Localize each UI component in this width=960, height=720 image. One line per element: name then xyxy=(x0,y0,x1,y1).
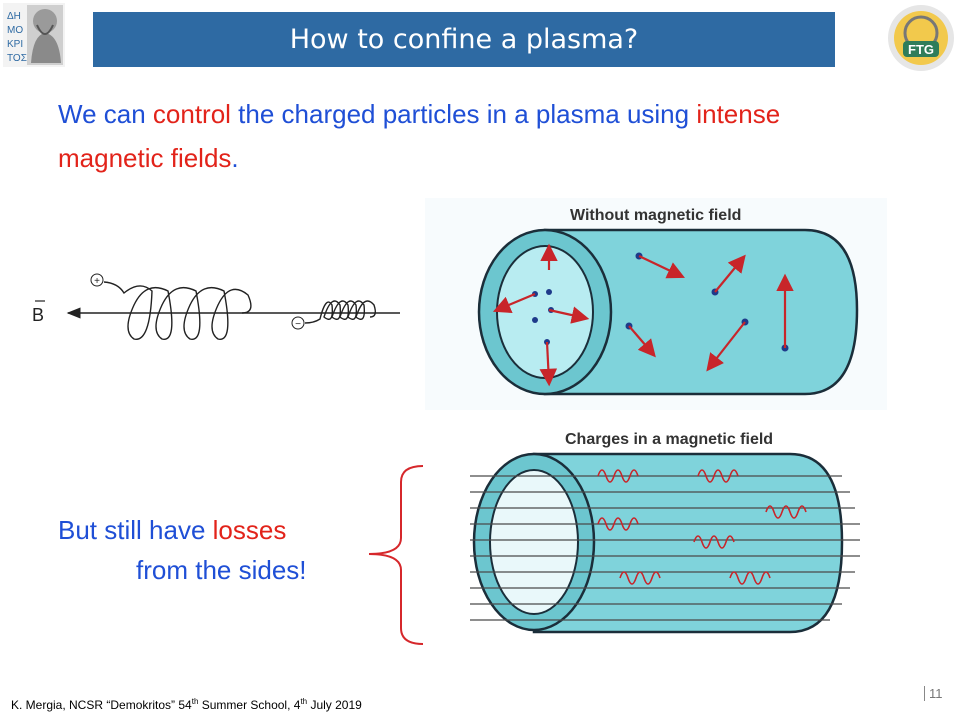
magnetic-field-lines xyxy=(470,475,860,621)
curly-brace xyxy=(368,465,424,645)
logo-right-text: FTG xyxy=(908,42,934,57)
electron-helix xyxy=(304,300,377,324)
bottom-figure-caption: Charges in a magnetic field xyxy=(565,431,773,448)
intro-part1: We can xyxy=(58,99,153,129)
intro-part2: the charged particles in a plasma using xyxy=(230,99,697,129)
footer-text2: Summer School, 4 xyxy=(198,698,301,712)
velocity-arrows xyxy=(492,243,794,387)
gyration-helices xyxy=(597,469,807,585)
footer-sup1: th xyxy=(191,697,199,706)
ion-helix xyxy=(103,281,252,340)
b-field-label: B xyxy=(32,305,44,325)
demokritos-logo: ΔΗ ΜΟ ΚΡΙ ΤΟΣ xyxy=(3,3,65,67)
intro-intense: intense magnetic fields xyxy=(58,99,781,173)
ftg-logo: FTG xyxy=(886,3,956,73)
losses-line2: from the sides! xyxy=(136,555,307,585)
cylinder-without-field: Without magnetic field xyxy=(425,198,887,410)
intro-control: control xyxy=(152,99,231,129)
losses-line1: But still have losses xyxy=(58,510,378,550)
footer-citation: K. Mergia, NCSR “Demokritos” 54th Summer… xyxy=(11,697,362,712)
minus-sign: − xyxy=(295,319,301,330)
losses-part1: But still have xyxy=(58,515,213,545)
intro-text: We can control the charged particles in … xyxy=(58,92,858,180)
svg-text:ΚΡΙ: ΚΡΙ xyxy=(7,39,23,50)
losses-text: But still have losses from the sides! xyxy=(58,510,378,590)
footer-text3: July 2019 xyxy=(307,698,362,712)
svg-text:ΔΗ: ΔΗ xyxy=(7,11,21,22)
slide-title: How to confine a plasma? xyxy=(93,12,835,67)
footer-text1: K. Mergia, NCSR “Demokritos” 54 xyxy=(11,698,192,712)
footer-sup2: th xyxy=(300,697,308,706)
svg-text:ΜΟ: ΜΟ xyxy=(7,25,23,36)
helix-diagram: B + − xyxy=(32,273,400,340)
intro-end: . xyxy=(231,143,239,173)
top-cylinder-body xyxy=(543,228,859,396)
plus-sign: + xyxy=(94,276,100,287)
top-figure-caption: Without magnetic field xyxy=(570,207,741,224)
page-number: 11 xyxy=(924,686,943,701)
losses-word: losses xyxy=(212,515,287,545)
svg-text:ΤΟΣ: ΤΟΣ xyxy=(7,53,27,64)
cylinder-with-field: Charges in a magnetic field xyxy=(430,420,870,650)
